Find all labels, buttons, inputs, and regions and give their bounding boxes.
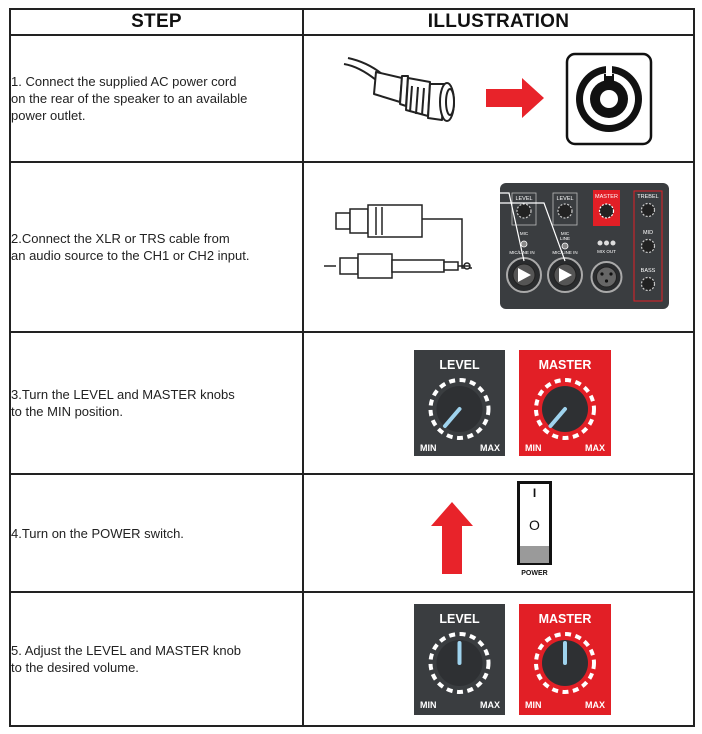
- master-max-label: MAX: [585, 700, 605, 710]
- xlr-cable-icon: [335, 204, 472, 269]
- level-knob-min: LEVEL MIN MAX: [414, 350, 505, 456]
- step-2-text: 2.Connect the XLR or TRS cable from an a…: [9, 161, 304, 333]
- master-knob-label: MASTER: [539, 358, 592, 372]
- table-row: 3.Turn the LEVEL and MASTER knobs to the…: [9, 331, 695, 475]
- master-knob-label: MASTER: [539, 612, 592, 626]
- mic-line-switch-1[interactable]: [520, 240, 528, 248]
- bass-knob-icon: [640, 276, 656, 292]
- right-arrow-icon: [486, 78, 544, 118]
- knob-pointer-min: [443, 407, 462, 428]
- panel-mic-label-2: MIC: [561, 231, 570, 236]
- treble-knob-icon: [640, 202, 656, 218]
- up-arrow-icon: [431, 502, 473, 574]
- panel-bass-label: BASS: [641, 268, 656, 274]
- level-max-label: MAX: [480, 443, 500, 453]
- level-knob-mid: LEVEL MIN MAX: [414, 604, 505, 715]
- power-on-symbol: I: [533, 486, 536, 500]
- panel-master-label: MASTER: [595, 194, 618, 200]
- power-cord-plug-icon: [343, 57, 455, 122]
- master-knob-icon: [598, 203, 615, 219]
- step-4-illustration: I O POWER: [302, 473, 695, 593]
- table-row: 2.Connect the XLR or TRS cable from an a…: [9, 161, 695, 333]
- panel-mid-label: MID: [643, 230, 653, 236]
- panel-mic-line-in-2-label: MIC/LINE IN: [552, 250, 577, 255]
- level-max-label: MAX: [480, 700, 500, 710]
- master-min-label: MIN: [525, 443, 542, 453]
- panel-mic-label-1: MIC: [520, 231, 529, 236]
- mixer-panel: LEVEL LEVEL MASTER TREBEL: [424, 183, 669, 309]
- step-4-text: 4.Turn on the POWER switch.: [9, 473, 304, 593]
- table-row: 4.Turn on the POWER switch. I O POWER: [9, 473, 695, 593]
- level-knob-label: LEVEL: [439, 612, 480, 626]
- panel-level-1-label: LEVEL: [515, 196, 532, 202]
- level-2-knob-icon: [557, 203, 573, 219]
- table-row: 5. Adjust the LEVEL and MASTER knob to t…: [9, 591, 695, 727]
- level-1-knob-icon: [516, 203, 532, 219]
- level-min-label: MIN: [420, 443, 437, 453]
- mid-knob-icon: [640, 238, 656, 254]
- power-socket-icon: [565, 52, 653, 146]
- step-5-text: 5. Adjust the LEVEL and MASTER knob to t…: [9, 591, 304, 727]
- power-switch[interactable]: I O POWER: [517, 481, 552, 577]
- master-knob-min: MASTER MIN MAX: [519, 350, 611, 456]
- panel-line-label-2: LINE: [560, 236, 570, 241]
- step-2-illustration: LEVEL LEVEL MASTER TREBEL: [302, 161, 695, 333]
- level-min-label: MIN: [420, 700, 437, 710]
- mix-out-jack-icon: [596, 266, 617, 288]
- panel-level-2-label: LEVEL: [556, 196, 573, 202]
- master-min-label: MIN: [525, 700, 542, 710]
- step-5-illustration: LEVEL MIN MAX MASTER MIN MA: [302, 591, 695, 727]
- steps-table: STEP ILLUSTRATION 1. Connect the supplie…: [9, 8, 695, 727]
- master-max-label: MAX: [585, 443, 605, 453]
- knob-pointer-min: [548, 407, 567, 428]
- header-step: STEP: [9, 8, 304, 36]
- mic-line-switch-2[interactable]: [561, 242, 569, 250]
- step-1-illustration: [302, 34, 695, 163]
- power-switch-label: POWER: [521, 570, 547, 577]
- header-illustration: ILLUSTRATION: [302, 8, 695, 36]
- step-3-illustration: LEVEL MIN MAX MASTER MIN MA: [302, 331, 695, 475]
- instruction-sheet: STEP ILLUSTRATION 1. Connect the supplie…: [9, 8, 695, 727]
- level-knob-label: LEVEL: [439, 358, 480, 372]
- trs-cable-icon: [324, 253, 471, 279]
- step-3-text: 3.Turn the LEVEL and MASTER knobs to the…: [9, 331, 304, 475]
- panel-mix-out-label: MIX OUT: [597, 249, 616, 254]
- table-row: 1. Connect the supplied AC power cord on…: [9, 34, 695, 163]
- master-knob-mid: MASTER MIN MAX: [519, 604, 611, 715]
- panel-treble-label: TREBEL: [637, 194, 658, 200]
- step-1-text: 1. Connect the supplied AC power cord on…: [9, 34, 304, 163]
- power-off-symbol: O: [529, 517, 540, 533]
